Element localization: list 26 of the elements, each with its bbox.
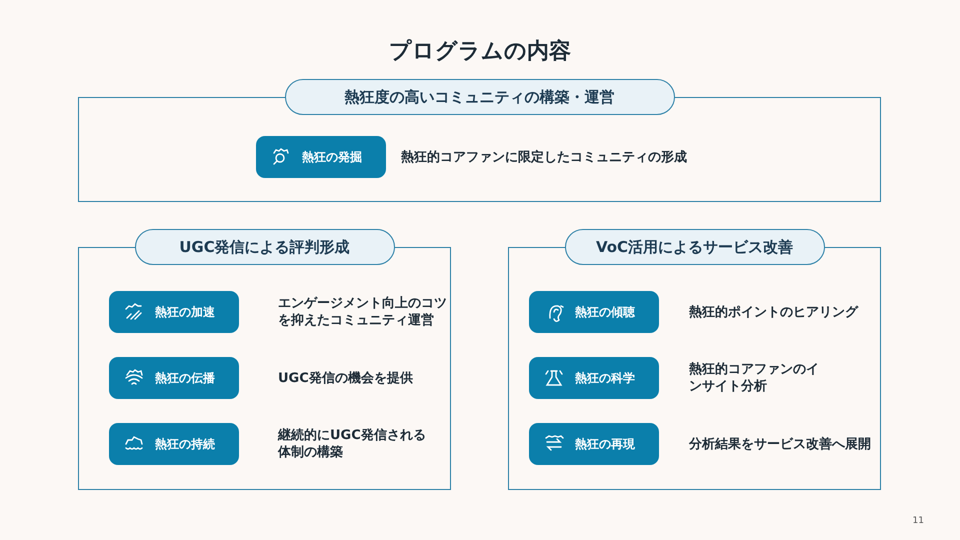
button-label: 熱狂の持続 bbox=[155, 436, 215, 452]
feature-button bbox=[109, 357, 239, 399]
description-text: 継続的にUGC発信される体制の構築 bbox=[278, 427, 427, 461]
section-heading: UGC発信による評判形成 bbox=[134, 229, 394, 265]
section-heading: 熱狂度の高いコミュニティの構築・運営 bbox=[284, 79, 674, 115]
description-text: 分析結果をサービス改善へ展開 bbox=[689, 436, 872, 452]
description-text: 熱狂的コアファンに限定したコミュニティの形成 bbox=[401, 148, 688, 166]
button-label: 熱狂の再現 bbox=[575, 436, 635, 452]
page-number: 11 bbox=[912, 516, 924, 526]
button-label: 熱狂の傾聴 bbox=[575, 304, 635, 320]
description-text: エンゲージメント向上のコツを抑えたコミュニティ運営 bbox=[278, 295, 448, 329]
feature-button bbox=[529, 423, 659, 465]
feature-button bbox=[109, 423, 239, 465]
button-label: 熱狂の発掘 bbox=[302, 148, 362, 166]
description-text: 熱狂的コアファンのインサイト分析 bbox=[689, 361, 819, 395]
description-text: 熱狂的ポイントのヒアリング bbox=[689, 304, 860, 320]
button-label: 熱狂の加速 bbox=[155, 304, 215, 320]
section-heading: VoC活用によるサービス改善 bbox=[564, 229, 824, 265]
button-label: 熱狂の科学 bbox=[575, 370, 635, 386]
feature-button bbox=[256, 136, 386, 178]
slide-title: プログラムの内容 bbox=[388, 38, 572, 66]
button-label: 熱狂の伝播 bbox=[155, 370, 215, 386]
feature-button bbox=[109, 291, 239, 333]
feature-button bbox=[529, 291, 659, 333]
feature-button bbox=[529, 357, 659, 399]
description-text: UGC発信の機会を提供 bbox=[278, 370, 414, 386]
